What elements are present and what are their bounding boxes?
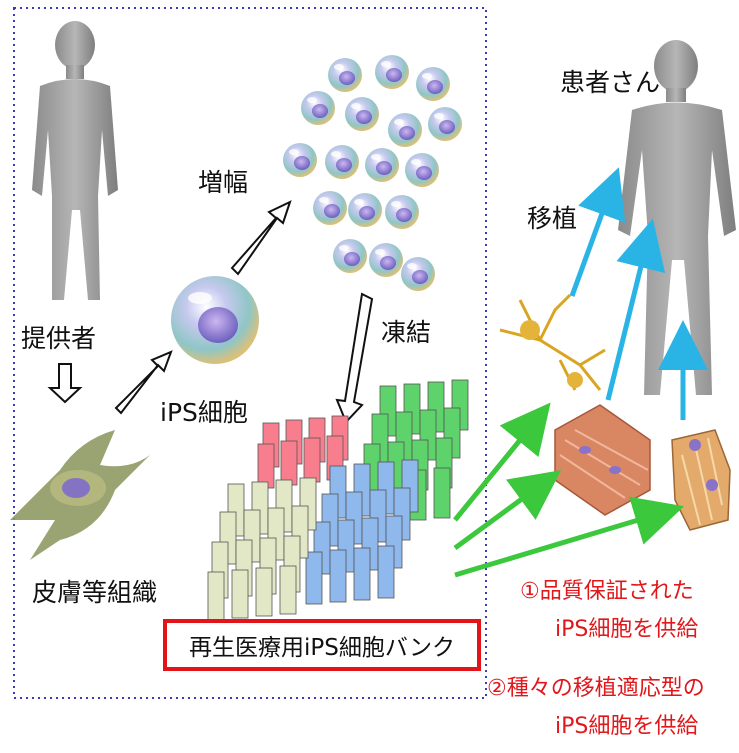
note-quality-line1: ①品質保証された bbox=[520, 579, 694, 604]
hollow-arrows bbox=[47, 200, 374, 424]
blue-arrows bbox=[569, 167, 708, 420]
ips-cell-label: iPS細胞 bbox=[160, 398, 248, 427]
note-variety-line2: iPS細胞を供給 bbox=[555, 714, 699, 739]
arrow-skin-to-ips bbox=[114, 350, 173, 415]
donor-process-frame bbox=[13, 7, 487, 699]
muscle-tissue-icon bbox=[554, 404, 651, 516]
donor-label: 提供者 bbox=[21, 324, 97, 353]
tube-stack-blue bbox=[305, 459, 419, 605]
freeze-label: 凍結 bbox=[381, 318, 432, 347]
neuron-icon bbox=[499, 293, 606, 391]
donor-silhouette-icon bbox=[32, 21, 118, 300]
fibroblast-cell-icon bbox=[10, 430, 150, 560]
amplify-label: 増幅 bbox=[198, 168, 249, 197]
ips-cell-bank-label: 再生医療用iPS細胞バンク bbox=[163, 619, 481, 671]
note-variety-line1: ②種々の移植適応型の bbox=[487, 676, 705, 701]
arrow-amplify-to-freeze bbox=[335, 292, 374, 424]
patient-label: 患者さん bbox=[560, 68, 661, 97]
skin-tissue-label: 皮膚等組織 bbox=[32, 578, 158, 607]
bone-tissue-icon bbox=[671, 429, 731, 531]
arrow-donor-to-skin bbox=[47, 363, 83, 404]
arrow-ips-to-amplify bbox=[230, 200, 292, 276]
amplified-cells-cluster bbox=[283, 55, 462, 291]
green-arrows bbox=[453, 402, 685, 578]
tube-stack-beige bbox=[207, 477, 317, 621]
ips-cell-icon bbox=[171, 276, 259, 364]
note-quality-line2: iPS細胞を供給 bbox=[555, 617, 699, 642]
cell-bank-tubes bbox=[207, 379, 469, 621]
transplant-label: 移植 bbox=[527, 204, 578, 233]
